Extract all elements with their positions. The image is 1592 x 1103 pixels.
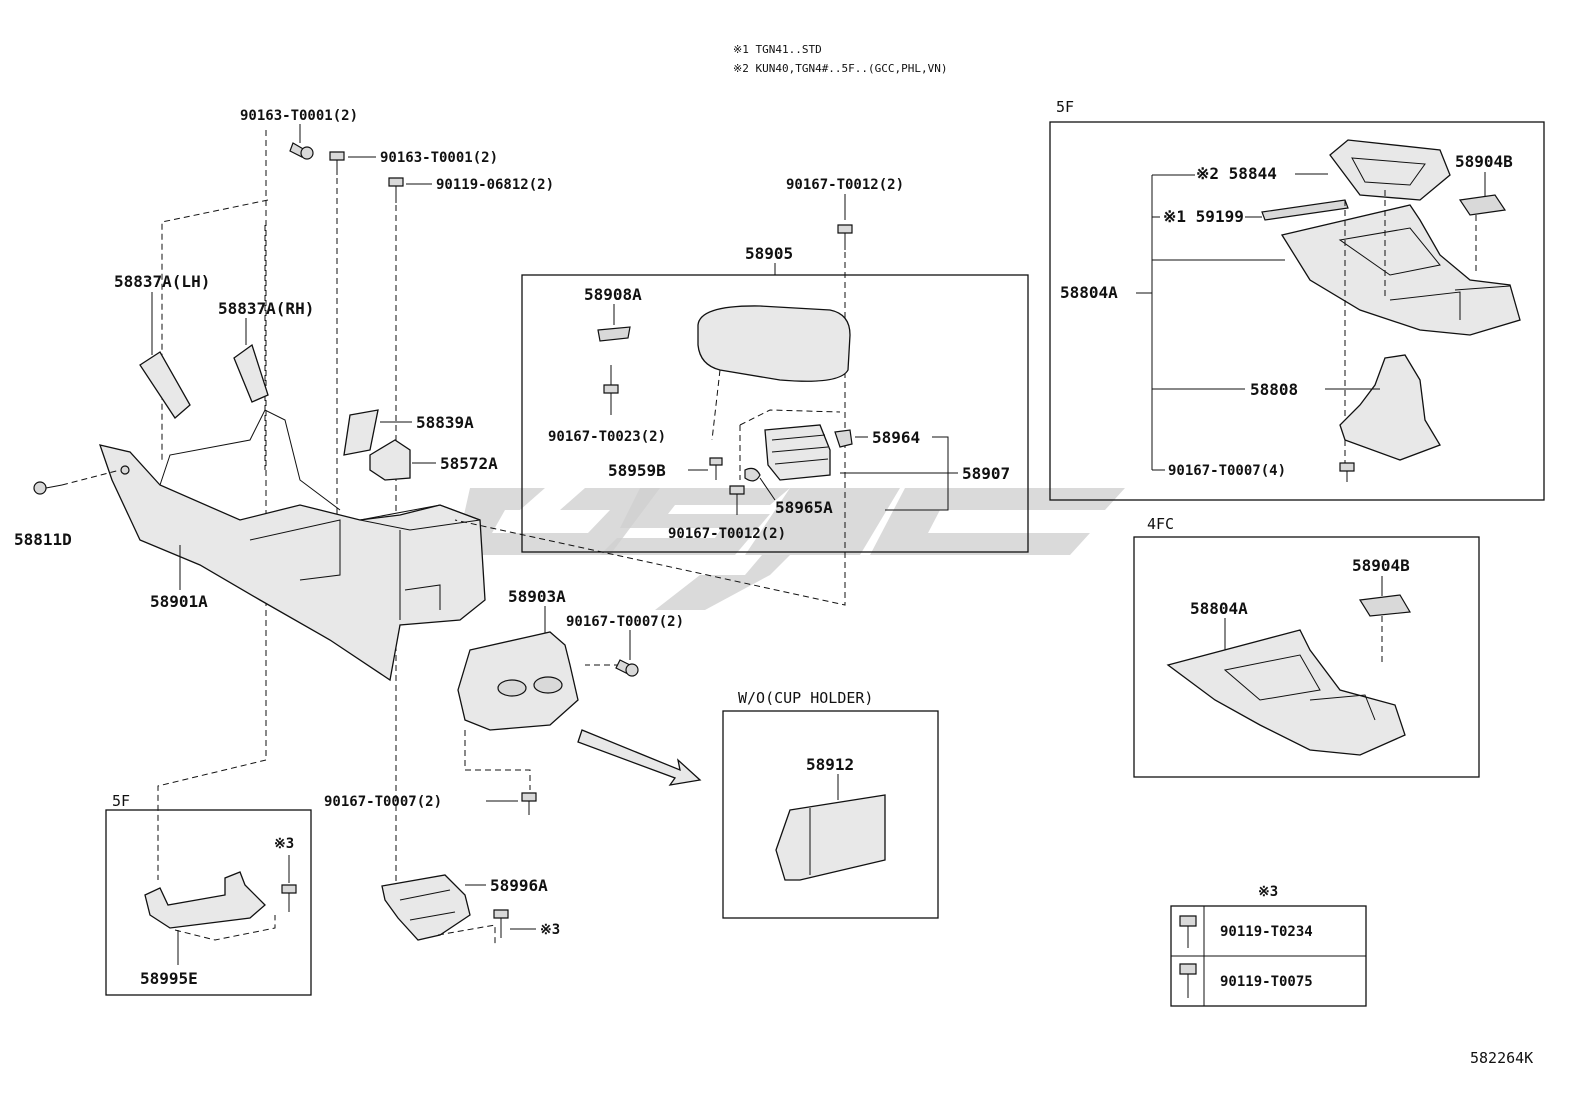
label-90167-T0023: 90167-T0023(2)	[548, 429, 666, 445]
bolt-icon-row2	[1179, 963, 1197, 998]
screw-90167-T0023	[603, 365, 619, 415]
group-box-wo-cupholder	[722, 710, 939, 919]
diagram-code: 582264K	[1470, 1049, 1533, 1067]
label-58844: ※2 58844	[1196, 164, 1277, 183]
label-58804A-b: 58804A	[1190, 599, 1248, 618]
legend-row-1: 90119-T0234	[1220, 924, 1313, 940]
screw-90163-b	[329, 151, 345, 175]
label-90167-T0007-4: 90167-T0007(4)	[1168, 463, 1286, 479]
pin-58959B	[709, 457, 723, 480]
watermark-logo	[455, 488, 1125, 610]
pad-58839A	[343, 409, 379, 456]
group-box-5f-bottom	[105, 809, 312, 996]
label-59199: ※1 59199	[1163, 207, 1244, 226]
bracket-58964	[834, 429, 853, 448]
clip-58908A	[597, 326, 631, 342]
group-title-4fc: 4FC	[1147, 515, 1174, 533]
label-58959B: 58959B	[608, 461, 666, 480]
label-58907: 58907	[962, 464, 1010, 483]
label-58839A: 58839A	[416, 413, 474, 432]
screw-sym3-center	[493, 909, 509, 938]
label-58905: 58905	[745, 244, 793, 263]
label-90167-T0007-a: 90167-T0007(2)	[566, 614, 684, 630]
screw-90167-T0007-a	[615, 659, 639, 677]
label-58903A: 58903A	[508, 587, 566, 606]
console-trim-58804A-a	[1280, 204, 1521, 336]
screw-90167-T0007-4	[1339, 462, 1355, 482]
label-sym3-center: ※3	[540, 922, 560, 938]
label-90163-T0001-a: 90163-T0001(2)	[240, 108, 358, 124]
label-58995E: 58995E	[140, 969, 198, 988]
label-58964: 58964	[872, 428, 920, 447]
group-title-5f-top: 5F	[1056, 98, 1074, 116]
armrest-lid	[697, 305, 851, 382]
shift-boot-58808	[1339, 354, 1441, 461]
label-58904B-a: 58904B	[1455, 152, 1513, 171]
console-body-58901A	[99, 444, 486, 682]
console-trim-58804A-b	[1166, 629, 1406, 756]
spring-58965A	[744, 467, 761, 482]
screw-90119-06812	[388, 177, 404, 203]
legend-row-2: 90119-T0075	[1220, 974, 1313, 990]
label-58808: 58808	[1250, 380, 1298, 399]
label-58908A: 58908A	[584, 285, 642, 304]
direction-arrow	[577, 729, 702, 786]
block-58572A	[369, 439, 411, 481]
label-58901A: 58901A	[150, 592, 208, 611]
hinge-58907	[764, 424, 831, 481]
label-90167-T0012-in: 90167-T0012(2)	[668, 526, 786, 542]
clip-58904B-a	[1458, 194, 1507, 216]
screw-90167-T0007-b	[521, 792, 537, 815]
label-sym3-left: ※3	[274, 836, 294, 852]
group-box-4fc	[1133, 536, 1480, 778]
label-58965A: 58965A	[775, 498, 833, 517]
bracket-58995E	[144, 871, 266, 929]
screw-90163-a	[289, 142, 314, 160]
screw-90167-T0012-in	[729, 485, 745, 515]
label-90163-T0001-b: 90163-T0001(2)	[380, 150, 498, 166]
side-panel-rh	[233, 343, 269, 403]
label-58572A: 58572A	[440, 454, 498, 473]
group-box-58905	[521, 274, 1029, 553]
bolt-icon-row1	[1179, 915, 1197, 948]
bracket-58996A	[381, 874, 471, 941]
bezel-58844	[1329, 139, 1451, 201]
label-58804A-a: 58804A	[1060, 283, 1118, 302]
label-58912: 58912	[806, 755, 854, 774]
clip-58811D	[33, 481, 63, 495]
label-90167-T0007-b: 90167-T0007(2)	[324, 794, 442, 810]
legend-title: ※3	[1258, 884, 1278, 900]
group-box-5f-top	[1049, 121, 1545, 501]
screw-90167-T0012-top	[837, 224, 853, 250]
label-90167-T0012-top: 90167-T0012(2)	[786, 177, 904, 193]
label-90119-06812: 90119-06812(2)	[436, 177, 554, 193]
clip-58904B-b	[1358, 594, 1411, 617]
strip-59199	[1261, 199, 1349, 221]
label-58837A-LH: 58837A(LH)	[114, 272, 210, 291]
label-58904B-b: 58904B	[1352, 556, 1410, 575]
side-panel-lh	[139, 351, 191, 419]
group-title-5f-bottom: 5F	[112, 792, 130, 810]
label-58996A: 58996A	[490, 876, 548, 895]
label-58837A-RH: 58837A(RH)	[218, 299, 314, 318]
note-2: ※2 KUN40,TGN4#..5F..(GCC,PHL,VN)	[733, 62, 948, 75]
screw-sym3-left	[281, 855, 297, 912]
cover-58912	[775, 794, 886, 881]
label-58811D: 58811D	[14, 530, 72, 549]
group-title-wo-cupholder: W/O(CUP HOLDER)	[738, 689, 873, 707]
note-1: ※1 TGN41..STD	[733, 43, 822, 56]
